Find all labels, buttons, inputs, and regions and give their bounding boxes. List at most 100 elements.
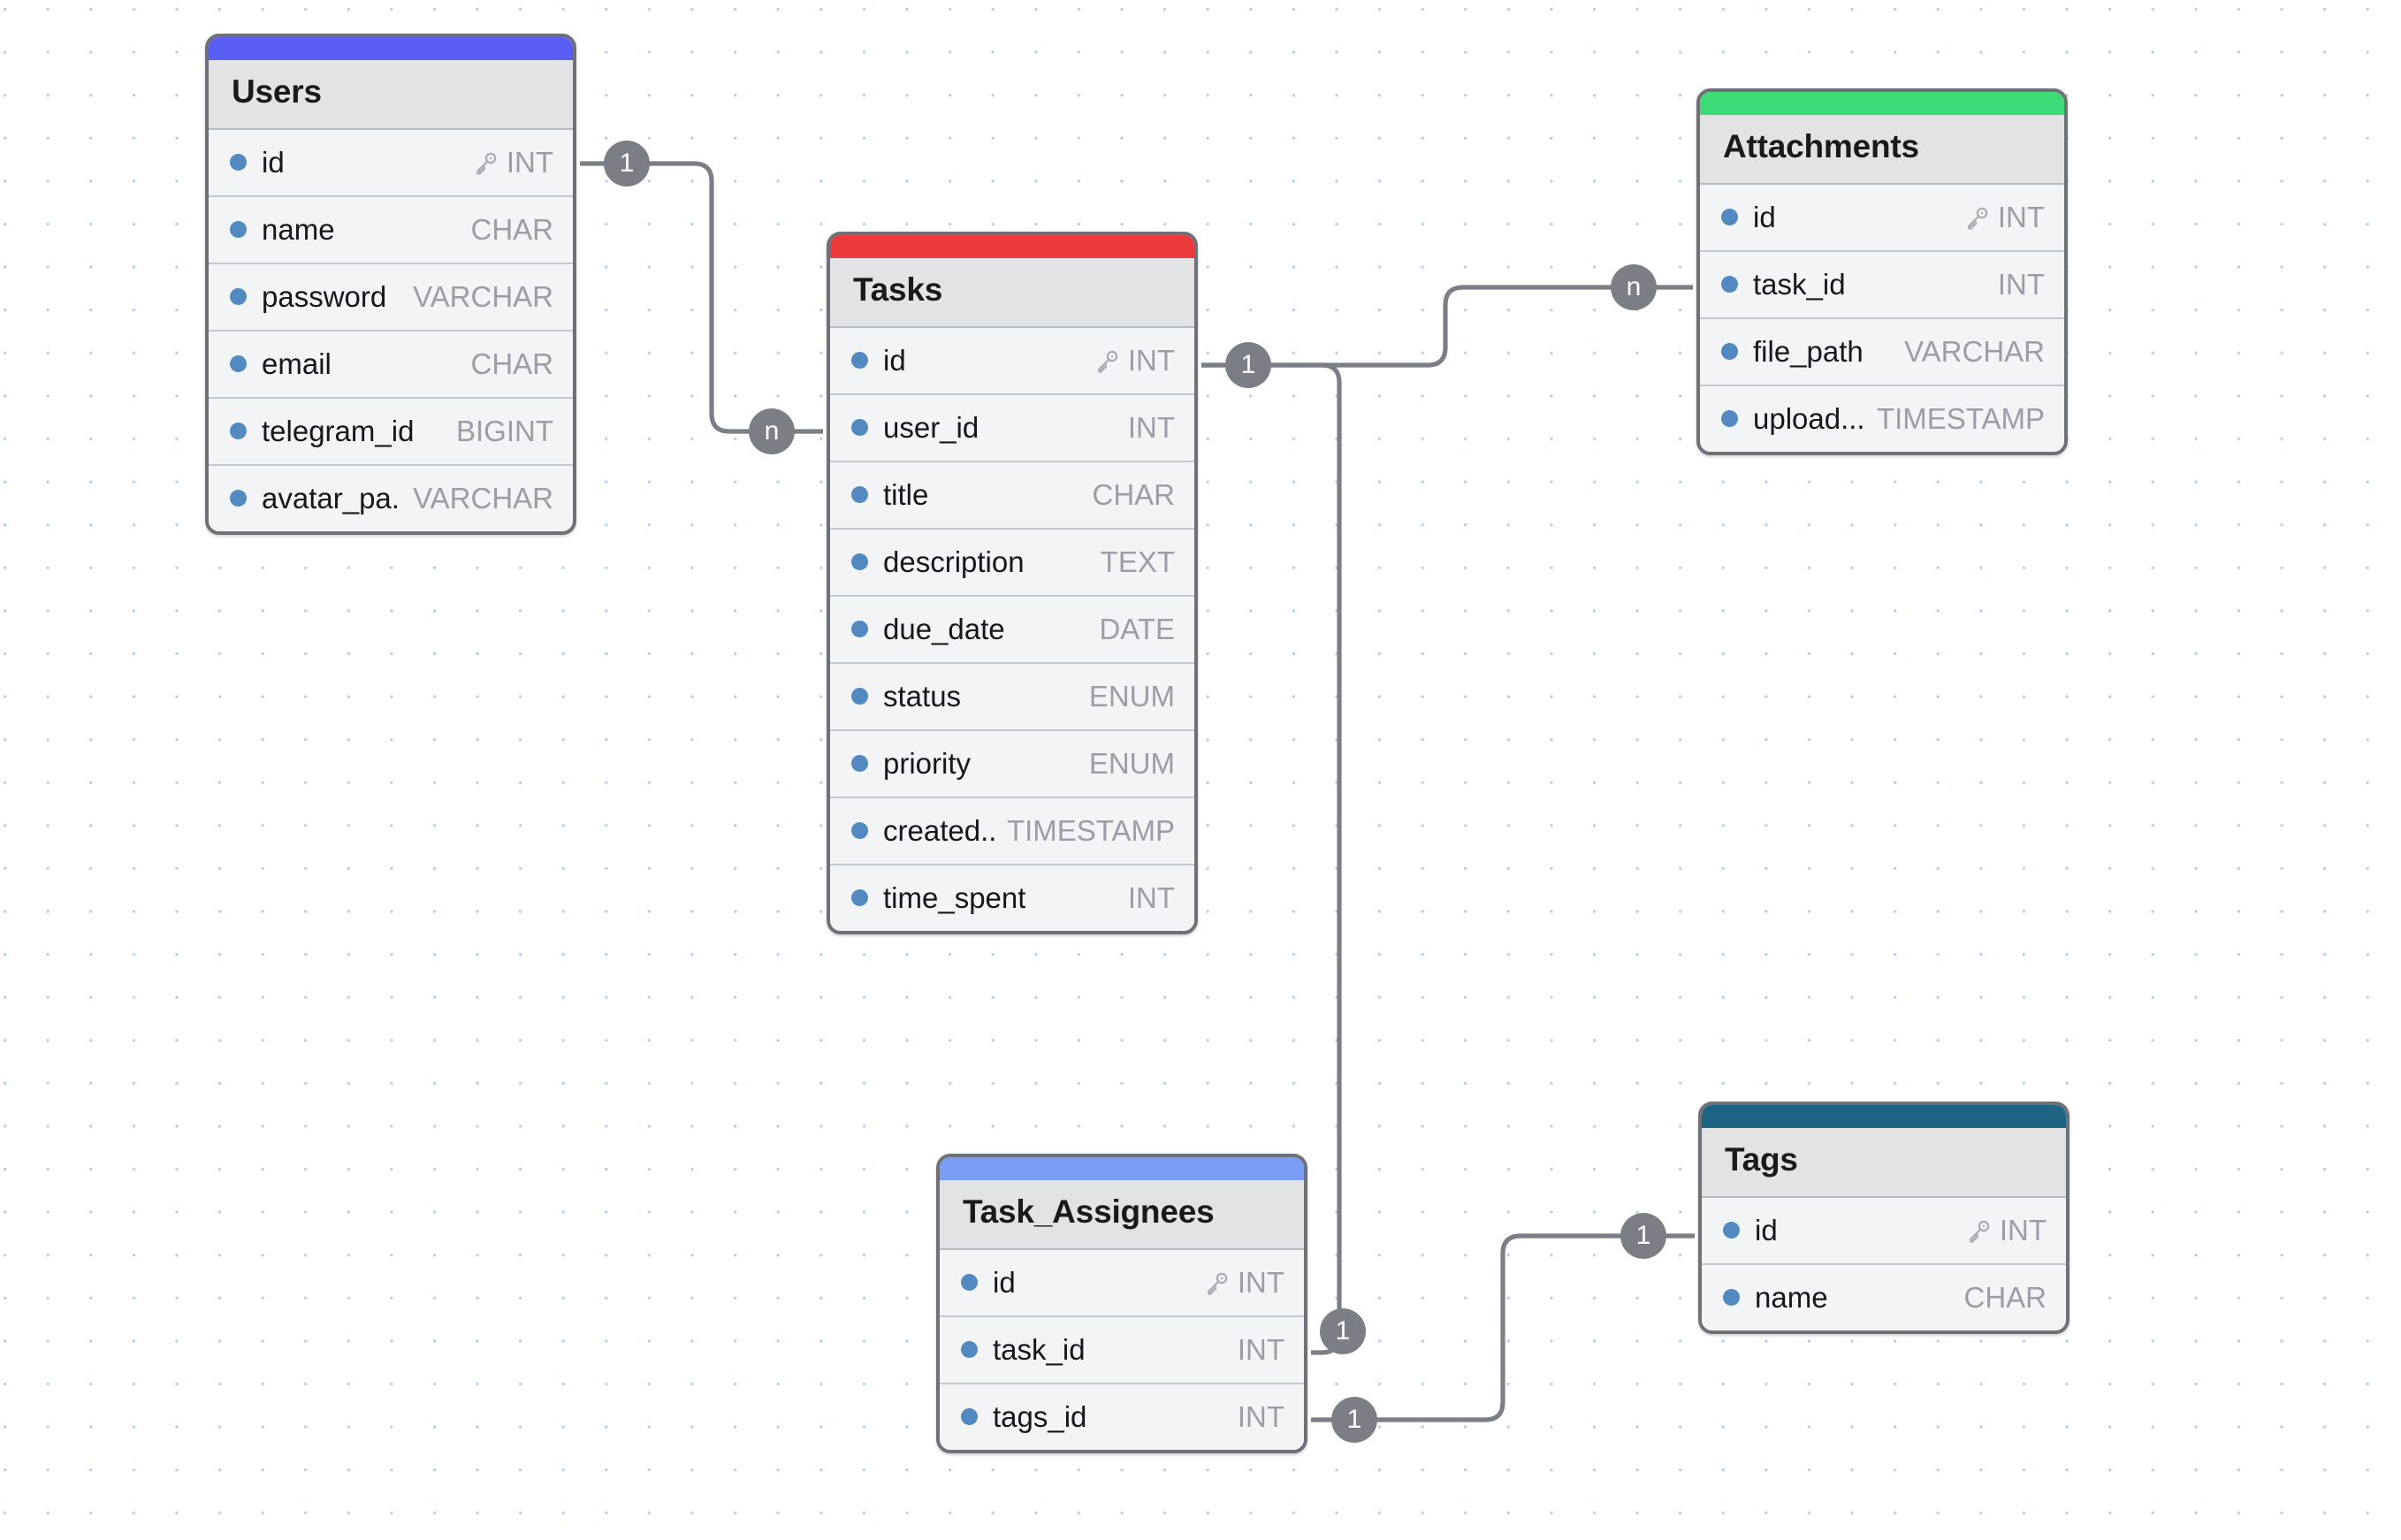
field-name: user_id (883, 410, 979, 444)
cardinality-badge[interactable]: 1 (1320, 1308, 1366, 1354)
table-title-bar-users[interactable]: Users (209, 60, 573, 128)
field-meta: CHAR (458, 347, 553, 381)
field-row[interactable]: status ENUM (830, 661, 1194, 729)
field-row[interactable]: description TEXT (830, 527, 1194, 595)
field-bullet-icon (961, 1408, 978, 1426)
field-meta: TEXT (1088, 545, 1175, 579)
field-row[interactable]: upload... TIMESTAMP (1700, 384, 2064, 452)
field-meta: VARCHAR (1892, 335, 2045, 369)
field-name: id (1753, 200, 1776, 233)
field-name: id (262, 145, 285, 179)
primary-key-icon (1205, 1270, 1230, 1295)
field-bullet-icon (851, 553, 868, 571)
field-name: description (883, 545, 1025, 578)
field-bullet-icon (230, 423, 247, 440)
field-name: tags_id (993, 1399, 1087, 1433)
field-type: INT (1237, 1399, 1284, 1433)
field-row[interactable]: created... TIMESTAMP (830, 796, 1194, 864)
field-meta: INT (1116, 411, 1175, 445)
field-meta: INT (1193, 1266, 1284, 1300)
field-type: TIMESTAMP (1006, 813, 1175, 847)
field-bullet-icon (1721, 276, 1738, 294)
field-bullet-icon (851, 822, 868, 840)
table-title-bar-tags[interactable]: Tags (1702, 1128, 2066, 1196)
primary-key-icon (1965, 205, 1990, 230)
field-name: created... (883, 813, 995, 847)
field-type: INT (1997, 267, 2045, 301)
field-meta: CHAR (1951, 1281, 2047, 1315)
field-type: ENUM (1088, 679, 1175, 713)
field-type: INT (1997, 200, 2045, 233)
cardinality-badge[interactable]: 1 (1331, 1397, 1377, 1443)
field-name: name (1755, 1280, 1828, 1314)
field-meta: DATE (1086, 613, 1175, 646)
field-meta: CHAR (458, 213, 553, 247)
relationship-edge-task_assignees-tags[interactable] (1311, 1233, 1695, 1422)
cardinality-badge[interactable]: n (1611, 264, 1657, 310)
field-row[interactable]: tags_id INT (940, 1382, 1304, 1450)
field-row[interactable]: user_id INT (830, 393, 1194, 461)
field-meta: TIMESTAMP (1864, 402, 2045, 436)
table-title-bar-task_assignees[interactable]: Task_Assignees (940, 1180, 1304, 1248)
cardinality-badge[interactable]: 1 (1620, 1213, 1666, 1259)
field-meta: INT (1116, 881, 1175, 915)
cardinality-badge[interactable]: 1 (604, 141, 650, 187)
table-accent-strip-tasks (830, 235, 1194, 258)
field-name: status (883, 679, 962, 713)
field-type: BIGINT (455, 414, 553, 447)
field-type: INT (1127, 881, 1175, 914)
field-row[interactable]: id INT (940, 1247, 1304, 1315)
field-meta: INT (1986, 268, 2045, 301)
field-name: id (993, 1265, 1016, 1299)
field-bullet-icon (851, 755, 868, 773)
field-bullet-icon (851, 889, 868, 907)
field-type: INT (1237, 1265, 1284, 1299)
table-title-bar-attachments[interactable]: Attachments (1700, 115, 2064, 183)
field-type: VARCHAR (413, 481, 553, 515)
field-row[interactable]: id INT (1700, 182, 2064, 250)
field-name: upload... (1753, 401, 1864, 435)
table-accent-strip-tags (1702, 1105, 2066, 1128)
field-bullet-icon (851, 621, 868, 638)
field-meta: ENUM (1077, 747, 1175, 781)
field-type: TIMESTAMP (1876, 401, 2045, 435)
primary-key-icon (1967, 1218, 1992, 1243)
table-title-tasks: Tasks (853, 271, 943, 308)
field-bullet-icon (851, 688, 868, 705)
field-type: ENUM (1088, 746, 1175, 780)
field-row[interactable]: avatar_pa...VARCHAR (209, 463, 573, 531)
field-name: title (883, 477, 929, 511)
field-name: name (262, 212, 335, 246)
field-row[interactable]: name CHAR (1702, 1262, 2066, 1330)
field-meta: INT (1225, 1400, 1284, 1434)
field-bullet-icon (230, 154, 247, 172)
field-row[interactable]: name CHAR (209, 194, 573, 263)
table-title-bar-tasks[interactable]: Tasks (830, 258, 1194, 326)
field-bullet-icon (1721, 209, 1738, 226)
cardinality-badge[interactable]: 1 (1225, 342, 1271, 388)
cardinality-badge[interactable]: n (749, 408, 795, 454)
field-meta: INT (1083, 344, 1175, 377)
relationship-edge-users-tasks[interactable] (580, 161, 823, 434)
